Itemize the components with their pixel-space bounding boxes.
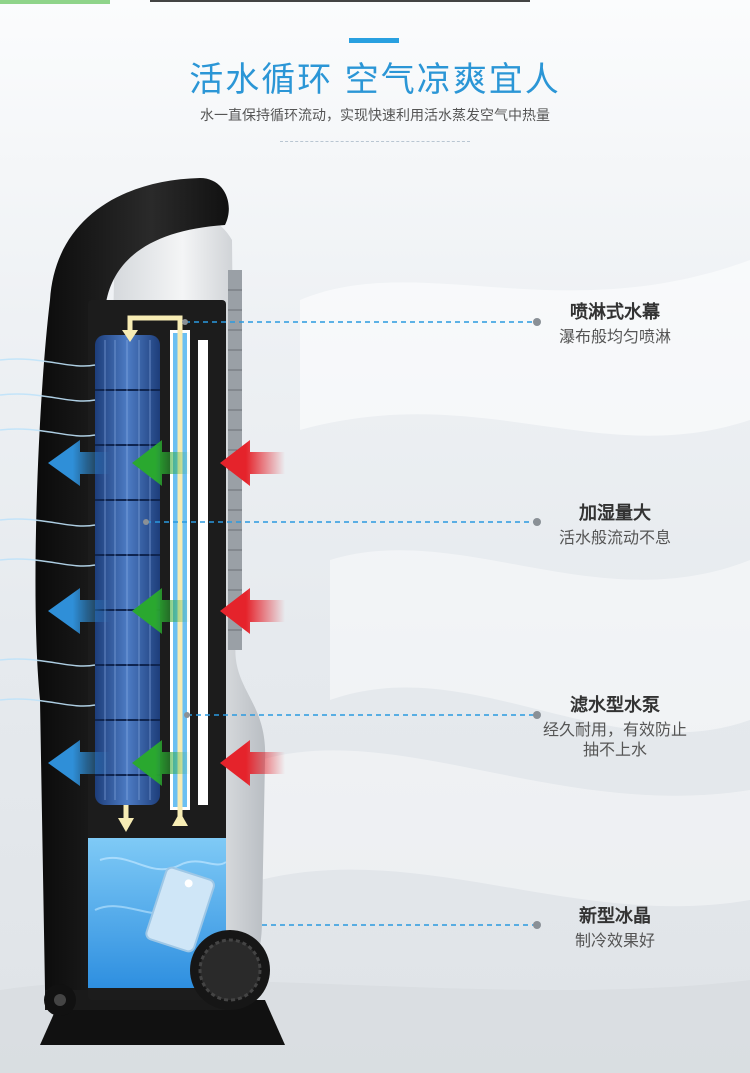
callout-desc: 制冷效果好 — [574, 933, 655, 950]
callout-dot — [533, 711, 541, 719]
control-knob-icon — [190, 930, 270, 1010]
floor-shadow — [40, 1000, 285, 1045]
top-accent-bar — [0, 0, 110, 4]
airflow-lines — [0, 358, 96, 707]
green-arrow-left-icon — [132, 440, 190, 786]
wheel-icon — [44, 984, 76, 1016]
air-cooler-illustration — [0, 178, 541, 1045]
callout-dot — [533, 921, 541, 929]
callout-desc: 瀑布般均匀喷淋 — [558, 329, 671, 346]
red-arrow-left-icon — [220, 440, 285, 786]
callout-title: 滤水型水泵 — [570, 695, 660, 715]
title-accent-bar — [349, 38, 399, 43]
callout-desc-line2: 抽不上水 — [582, 742, 647, 759]
page-title: 活水循环 空气凉爽宜人 — [189, 61, 561, 99]
callout-dot — [533, 518, 541, 526]
callout-desc: 经久耐用，有效防止 — [542, 722, 687, 739]
callout-dot — [143, 519, 149, 525]
callout-title: 喷淋式水幕 — [570, 302, 660, 322]
blue-arrow-left-icon — [48, 440, 110, 786]
callout-desc: 活水般流动不息 — [558, 530, 671, 547]
callout-dot — [182, 319, 188, 325]
fan-cylinder — [95, 335, 160, 805]
callout-dot — [533, 318, 541, 326]
black-front-body — [35, 178, 229, 990]
callout-spray-curtain: 喷淋式水幕 瀑布般均匀喷淋 — [530, 298, 700, 348]
callout-ice-crystal: 新型冰晶 制冷效果好 — [530, 902, 700, 952]
water-curtain — [170, 330, 208, 810]
callout-humidify: 加湿量大 活水般流动不息 — [530, 499, 700, 549]
subtitle-divider — [280, 141, 470, 143]
callout-lines — [146, 321, 535, 926]
top-rule — [150, 0, 530, 2]
callout-dot — [184, 712, 190, 718]
callout-water-pump: 滤水型水泵 经久耐用，有效防止 抽不上水 — [530, 691, 700, 761]
page-subtitle: 水一直保持循环流动，实现快速利用活水蒸发空气中热量 — [200, 107, 550, 123]
ice-crystal-pack — [145, 866, 215, 953]
callout-title: 新型冰晶 — [579, 906, 651, 926]
callout-title: 加湿量大 — [579, 503, 651, 523]
